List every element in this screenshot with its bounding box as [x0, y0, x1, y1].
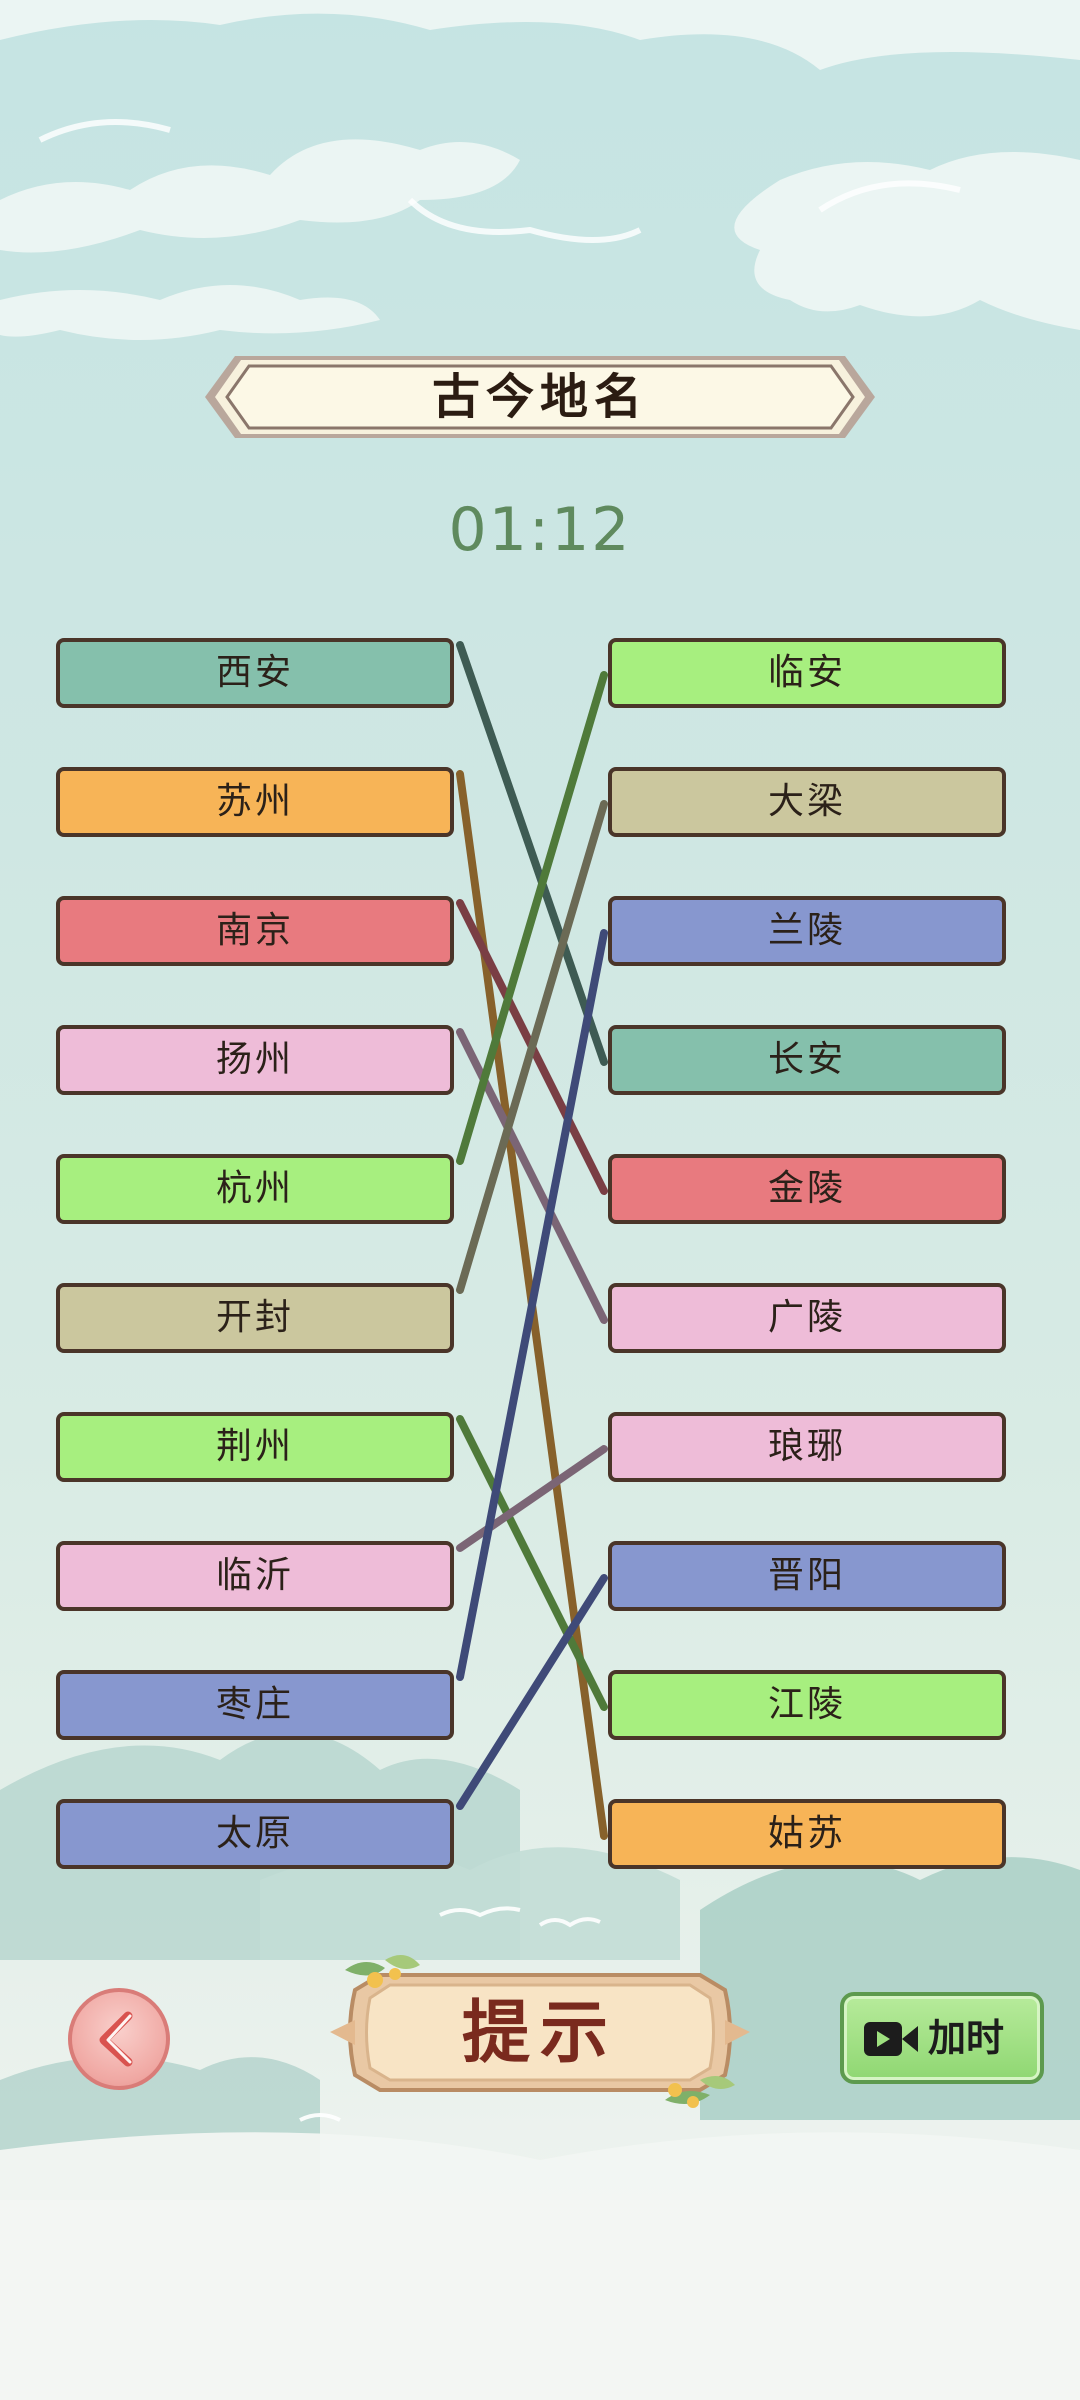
- right-place-tile[interactable]: 晋阳: [608, 1541, 1006, 1611]
- left-place-tile[interactable]: 杭州: [56, 1154, 454, 1224]
- right-place-tile[interactable]: 广陵: [608, 1283, 1006, 1353]
- connection-line: [456, 641, 608, 1066]
- connection-line: [456, 929, 608, 1681]
- right-place-tile[interactable]: 临安: [608, 638, 1006, 708]
- right-place-tile[interactable]: 姑苏: [608, 1799, 1006, 1869]
- hint-plaque-icon: [330, 1955, 750, 2108]
- left-place-tile[interactable]: 南京: [56, 896, 454, 966]
- hint-label: 提示: [461, 1993, 618, 2073]
- hint-button[interactable]: 提示: [325, 1950, 755, 2115]
- title-banner: 古今地名: [205, 350, 875, 444]
- left-place-tile[interactable]: 太原: [56, 1799, 454, 1869]
- left-place-tile[interactable]: 临沂: [56, 1541, 454, 1611]
- connection-line: [456, 1415, 608, 1711]
- left-place-tile[interactable]: 开封: [56, 1283, 454, 1353]
- add-time-label: 加时: [928, 2016, 1005, 2060]
- game-title: 古今地名: [431, 369, 648, 425]
- connection-line: [456, 800, 608, 1294]
- banner-frame-icon: [205, 356, 875, 438]
- add-time-button[interactable]: 加时: [840, 1992, 1044, 2084]
- back-button[interactable]: [68, 1988, 170, 2090]
- right-place-tile[interactable]: 长安: [608, 1025, 1006, 1095]
- left-place-tile[interactable]: 枣庄: [56, 1670, 454, 1740]
- back-arrow-icon: [99, 2011, 133, 2067]
- right-place-tile[interactable]: 金陵: [608, 1154, 1006, 1224]
- left-place-tile[interactable]: 西安: [56, 638, 454, 708]
- left-place-tile[interactable]: 苏州: [56, 767, 454, 837]
- left-place-tile[interactable]: 扬州: [56, 1025, 454, 1095]
- right-place-tile[interactable]: 兰陵: [608, 896, 1006, 966]
- connection-line: [456, 1445, 608, 1552]
- video-camera-icon: [864, 2022, 918, 2056]
- leaf-decoration-icon: [345, 1955, 735, 2108]
- right-place-tile[interactable]: 大梁: [608, 767, 1006, 837]
- right-place-tile[interactable]: 江陵: [608, 1670, 1006, 1740]
- connection-line: [456, 671, 608, 1165]
- left-place-tile[interactable]: 荆州: [56, 1412, 454, 1482]
- countdown-timer: 01:12: [448, 495, 632, 565]
- right-place-tile[interactable]: 琅琊: [608, 1412, 1006, 1482]
- connection-line: [456, 1574, 608, 1810]
